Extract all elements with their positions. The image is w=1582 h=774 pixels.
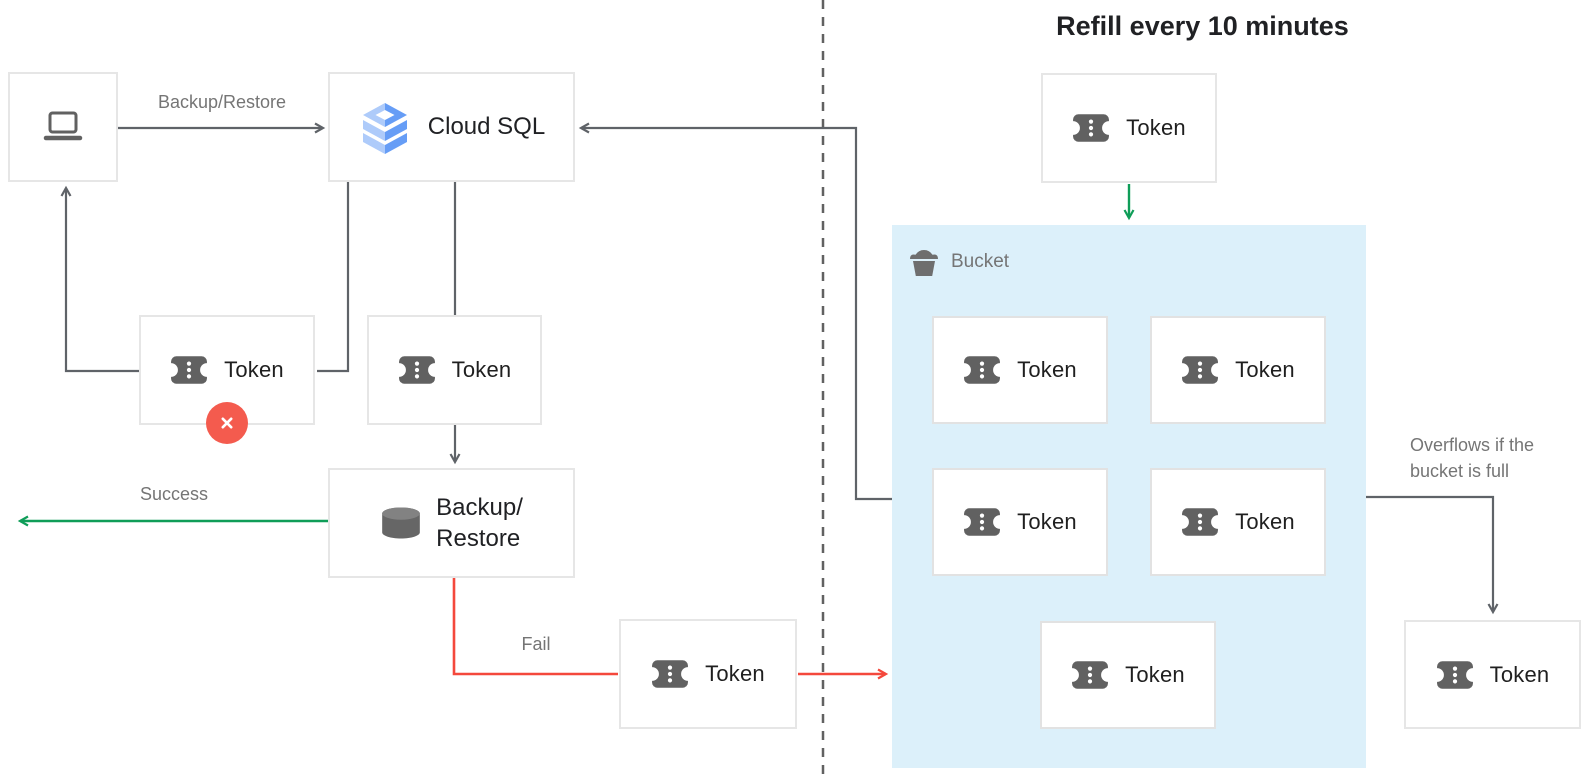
connector-bucket-to-cloudsql (578, 122, 892, 501)
bucket-token-4: Token (1150, 468, 1326, 576)
token-icon (170, 356, 209, 384)
error-badge (206, 402, 248, 444)
overflow-token-node: Token (1404, 620, 1581, 729)
token-icon (963, 356, 1002, 384)
token-icon (651, 660, 690, 688)
connector-rejected-token-to-laptop (60, 185, 139, 373)
inflight-token-node: Token (367, 315, 542, 425)
overflow-note-line2: bucket is full (1410, 461, 1510, 481)
bucket-token-3: Token (932, 468, 1108, 576)
refill-token-node: Token (1041, 73, 1217, 183)
token-label: Token (224, 357, 284, 382)
backup-restore-node: Backup/ Restore (328, 468, 575, 578)
overflow-note: Overflows if the bucket is full (1410, 432, 1580, 484)
connector-overflow-arrow (1366, 495, 1499, 615)
x-icon (221, 417, 233, 429)
token-icon (1071, 661, 1110, 689)
cloud-sql-label: Cloud SQL (427, 113, 546, 140)
backup-restore-label: Backup/ Restore (436, 492, 523, 554)
bucket-label: Bucket (951, 251, 1010, 272)
token-label: Token (1489, 661, 1550, 687)
token-icon (397, 356, 436, 384)
database-icon (382, 507, 420, 539)
token-label: Token (1017, 509, 1077, 534)
overflow-note-line1: Overflows if the (1410, 435, 1535, 455)
success-edge-label: Success (139, 484, 209, 504)
token-icon (1181, 356, 1220, 384)
token-icon (1181, 508, 1220, 536)
token-label: Token (451, 357, 512, 382)
connector-cloudsql-to-rejected-token (317, 182, 350, 373)
token-label: Token (1235, 509, 1295, 534)
bucket-token-5: Token (1040, 621, 1216, 729)
token-label: Token (1017, 357, 1077, 382)
token-icon (963, 508, 1002, 536)
laptop-icon (43, 111, 83, 141)
token-icon (1072, 114, 1111, 142)
bucket-region: Bucket Token Token Token Token Token (892, 225, 1366, 768)
client-laptop-node (8, 72, 118, 182)
fail-edge-label: Fail (521, 634, 551, 654)
token-label: Token (1125, 662, 1185, 687)
bucket-caption: Bucket (908, 247, 1009, 277)
token-label: Token (1235, 357, 1295, 382)
diagram-title: Refill every 10 minutes (1056, 11, 1349, 41)
connector-fail-to-token (452, 578, 618, 676)
backup-restore-label-line2: Restore (436, 525, 521, 552)
fail-token-node: Token (619, 619, 797, 729)
token-icon (1435, 660, 1474, 689)
bucket-icon (910, 250, 938, 276)
token-label: Token (705, 661, 765, 686)
cloud-sql-icon (362, 103, 407, 154)
bucket-token-2: Token (1150, 316, 1326, 424)
backup-restore-edge-label: Backup/Restore (157, 92, 287, 112)
token-label: Token (1126, 115, 1186, 140)
bucket-token-1: Token (932, 316, 1108, 424)
backup-restore-label-line1: Backup/ (436, 494, 523, 521)
rejected-token-node: Token (139, 315, 315, 444)
cloud-sql-node: Cloud SQL (328, 72, 575, 182)
